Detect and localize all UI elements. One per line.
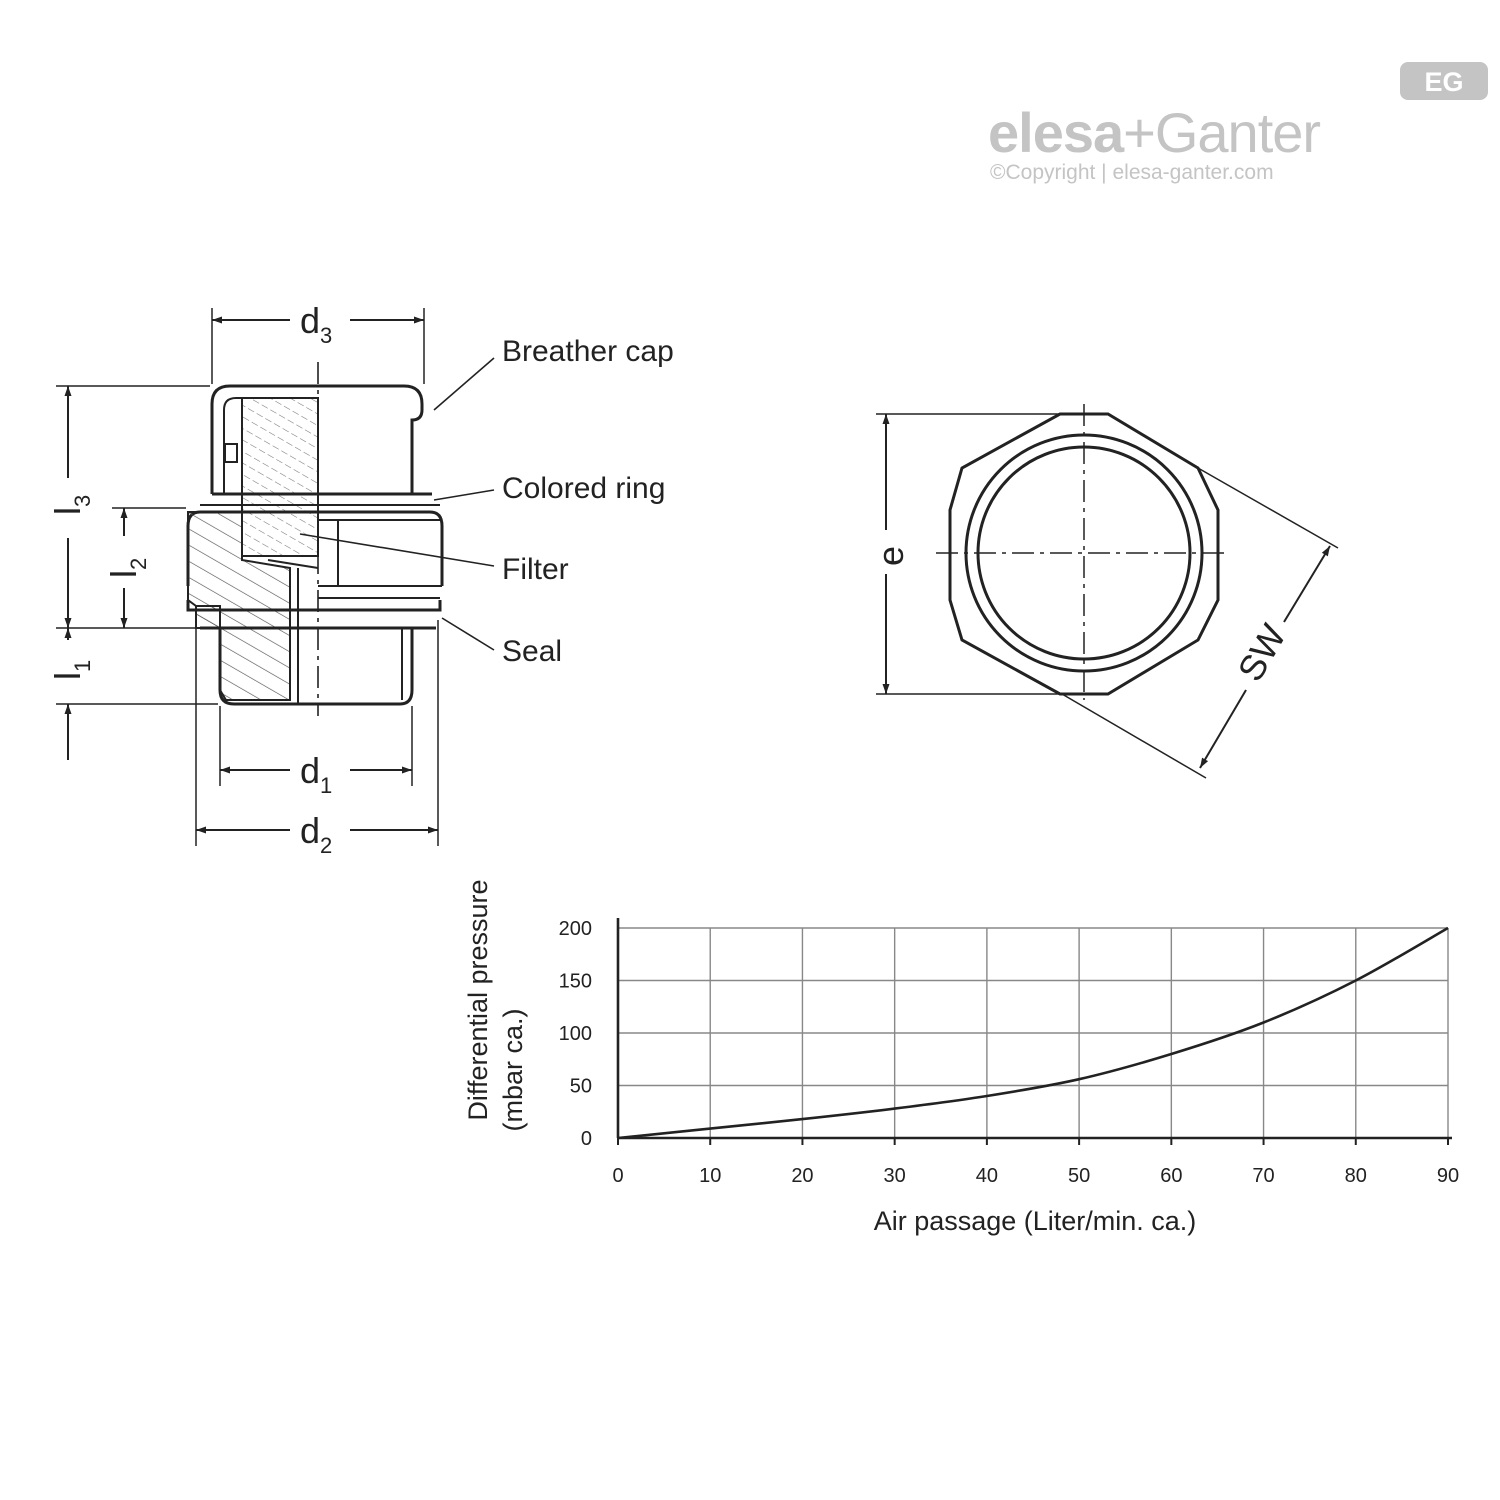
body-section-hatch <box>187 511 291 701</box>
label-breather-cap: Breather cap <box>502 335 674 368</box>
svg-text:Differential pressure: Differential pressure <box>463 879 493 1120</box>
filter-element <box>241 397 319 557</box>
x-tick-label: 0 <box>612 1165 623 1187</box>
chart-grid <box>618 927 1449 1138</box>
centre-cross <box>936 404 1228 700</box>
brand-name-right: Ganter <box>1155 101 1321 164</box>
y-tick-label: 100 <box>559 1023 592 1045</box>
svg-text:(mbar ca.): (mbar ca.) <box>498 1008 528 1131</box>
breather-cap-outline <box>210 384 424 494</box>
x-tick-label: 60 <box>1160 1165 1182 1187</box>
pressure-chart: 0 10 20 30 40 50 60 70 80 90 0 50 100 150 200 Air pas… <box>463 879 1459 1236</box>
x-tick-label: 50 <box>1068 1165 1090 1187</box>
copyright-text: ©Copyright | elesa-ganter.com <box>990 161 1274 184</box>
x-tick-label: 40 <box>976 1165 998 1187</box>
x-tick-labels: 0 10 20 30 40 50 60 70 80 90 <box>612 1165 1459 1187</box>
y-tick-labels: 0 50 100 150 200 <box>559 918 592 1150</box>
dim-e: e <box>870 546 911 566</box>
y-tick-label: 150 <box>559 971 592 993</box>
brand-logo: EG elesa+Ganter ©Copyright | elesa-gante… <box>988 62 1488 184</box>
x-axis-label: Air passage (Liter/min. ca.) <box>874 1206 1197 1236</box>
label-seal: Seal <box>502 635 562 668</box>
x-tick-label: 20 <box>791 1165 813 1187</box>
cap-inner-notch <box>224 443 238 463</box>
brand-name-left: elesa <box>988 101 1125 164</box>
dim-d3: d3 <box>300 300 332 348</box>
eg-badge-icon <box>1400 62 1488 100</box>
x-tick-label: 90 <box>1437 1165 1459 1187</box>
series-line <box>617 926 1449 1140</box>
y-tick-label: 200 <box>559 918 592 940</box>
y-tick-label: 0 <box>581 1128 592 1150</box>
y-axis-label: Differential pressure (mbar ca.) <box>463 879 528 1131</box>
label-colored-ring: Colored ring <box>502 472 665 505</box>
x-tick-label: 70 <box>1252 1165 1274 1187</box>
eg-badge-text: EG <box>1424 67 1463 97</box>
dim-l1: l1 <box>47 660 95 680</box>
label-filter: Filter <box>502 553 569 586</box>
dim-d2: d2 <box>300 810 332 858</box>
dim-d1: d1 <box>300 750 332 798</box>
x-tick-label: 30 <box>884 1165 906 1187</box>
x-tick-label: 10 <box>699 1165 721 1187</box>
brand-plus: + <box>1123 101 1155 164</box>
x-tick-label: 80 <box>1345 1165 1367 1187</box>
brand-name: elesa+Ganter <box>988 101 1320 164</box>
dim-l3: l3 <box>47 495 95 515</box>
chart-axes <box>616 918 1452 1145</box>
section-view: d3 d1 d2 l3 l2 l1 Breather cap Colored r… <box>47 300 674 858</box>
dim-l2: l2 <box>103 558 151 578</box>
y-tick-label: 50 <box>570 1076 592 1098</box>
dim-sw: SW <box>1229 617 1294 688</box>
thread-shank <box>218 628 414 706</box>
inner-ring <box>976 445 1192 661</box>
top-view: e SW <box>870 404 1339 779</box>
